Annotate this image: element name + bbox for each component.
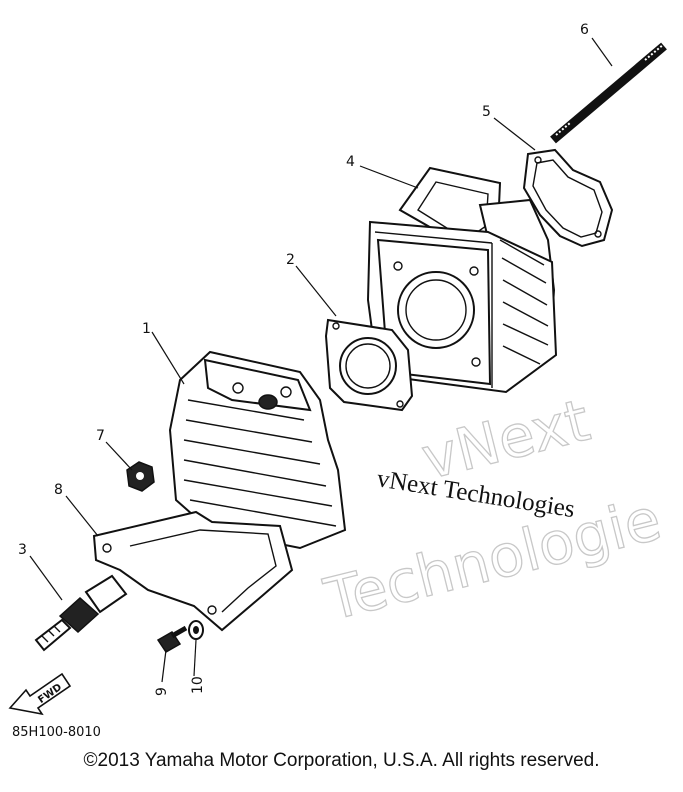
part-9-bolt	[156, 625, 188, 653]
callout-3: 3	[18, 542, 27, 558]
forward-arrow-icon	[8, 672, 72, 716]
callout-10: 10	[190, 676, 206, 694]
callouts: 6 5 4 2 1 7 8 3 9 10	[18, 22, 589, 696]
part-8-bracket	[92, 510, 294, 632]
callout-2: 2	[286, 252, 295, 268]
copyright-notice: ©2013 Yamaha Motor Corporation, U.S.A. A…	[83, 750, 600, 771]
part-5-exhaust-gasket	[522, 148, 614, 248]
part-3-spark-plug	[34, 574, 128, 652]
callout-4: 4	[346, 154, 355, 170]
part-7-nut	[126, 461, 155, 492]
callout-7: 7	[96, 428, 105, 444]
leader-lines	[29, 37, 613, 683]
part-10-washer	[188, 620, 204, 640]
callout-8: 8	[54, 482, 63, 498]
forward-arrow: FWD	[8, 672, 72, 716]
diagram-part-number: 85H100-8010	[12, 725, 101, 740]
part-4-cylinder	[366, 166, 558, 394]
part-1-cylinder-head	[168, 350, 347, 550]
part-2-head-gasket	[324, 318, 414, 412]
part-6-stud-bolt	[550, 42, 667, 144]
callout-1: 1	[142, 321, 151, 337]
callout-9: 9	[154, 687, 170, 696]
callout-6: 6	[580, 22, 589, 38]
callout-5: 5	[482, 104, 491, 120]
